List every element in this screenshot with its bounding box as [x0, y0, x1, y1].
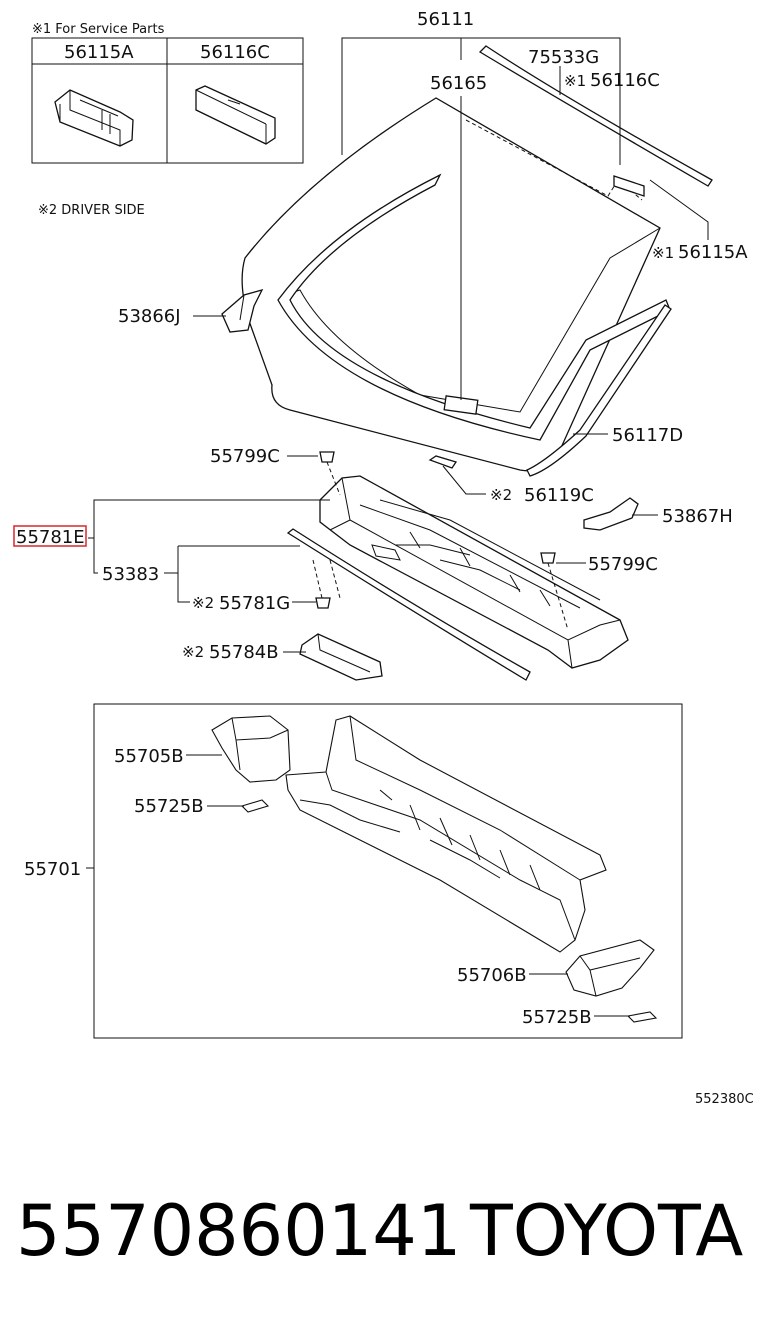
moulding-75533g-drawing — [478, 45, 713, 187]
label-56116c: 56116C — [590, 70, 660, 91]
label-55781e[interactable]: 55781E — [16, 527, 85, 548]
pad-56116c-drawing — [195, 85, 276, 145]
cowl-panel-55701-drawing — [285, 715, 607, 953]
seal-53383-drawing — [286, 528, 531, 681]
clip-55725b-lower-drawing — [626, 1011, 658, 1023]
marker-2-55781g: ※2 — [192, 594, 214, 612]
label-55799c-lower: 55799C — [588, 554, 658, 575]
highlight-box-55781e — [13, 525, 87, 547]
label-55781g: 55781G — [219, 593, 290, 614]
clip-56115a-drawing — [54, 89, 134, 147]
marker-2-55784b: ※2 — [182, 643, 204, 661]
table-header-56115a: 56115A — [64, 42, 134, 63]
label-56165: 56165 — [430, 73, 487, 94]
windshield-glass-drawing — [241, 97, 671, 472]
marker-1-56115a: ※1 — [652, 244, 674, 262]
label-55705b: 55705B — [114, 746, 184, 767]
clip-55799c-lower-drawing — [540, 552, 569, 631]
service-parts-table — [31, 37, 304, 164]
label-55799c-upper: 55799C — [210, 446, 280, 467]
bracket-55705b-drawing — [211, 715, 291, 783]
footer-brand: TOYOTA — [470, 1190, 744, 1272]
clip-55781g-drawing — [312, 559, 341, 609]
leader-lines — [86, 37, 709, 1017]
drawing-code: 552380C — [695, 1092, 754, 1107]
service-parts-title: ※1 For Service Parts — [32, 22, 165, 37]
label-55701: 55701 — [24, 859, 81, 880]
bracket-56119c-drawing — [428, 455, 458, 469]
footer-part-number: 5570860141 — [16, 1190, 462, 1272]
side-moulding-56117d-drawing — [526, 304, 672, 477]
clip-55725b-upper-drawing — [240, 799, 270, 813]
label-53867h: 53867H — [662, 506, 733, 527]
bracket-55784b-drawing — [299, 633, 383, 681]
label-75533g: 75533G — [528, 47, 599, 68]
label-53383: 53383 — [102, 564, 159, 585]
label-55725b-lower: 55725B — [522, 1007, 592, 1028]
label-55706b: 55706B — [457, 965, 527, 986]
bracket-53867h-drawing — [583, 497, 639, 531]
cowl-top-panel-drawing — [319, 475, 629, 669]
label-53866j: 53866J — [118, 306, 181, 327]
marker-1-56116c: ※1 — [564, 72, 586, 90]
driver-side-note: ※2 DRIVER SIDE — [38, 203, 145, 218]
label-55784b: 55784B — [209, 642, 279, 663]
label-55725b-upper: 55725B — [134, 796, 204, 817]
marker-2-56119c: ※2 — [490, 486, 512, 504]
label-56115a: 56115A — [678, 242, 748, 263]
cowl-panel-box — [93, 703, 683, 1039]
bracket-55706b-drawing — [565, 939, 655, 997]
bracket-53866j-drawing — [221, 288, 264, 333]
label-56119c: 56119C — [524, 485, 594, 506]
label-56117d: 56117D — [612, 425, 683, 446]
table-header-56116c: 56116C — [200, 42, 270, 63]
label-56111: 56111 — [417, 9, 474, 30]
clip-55799c-upper-drawing — [319, 451, 341, 496]
